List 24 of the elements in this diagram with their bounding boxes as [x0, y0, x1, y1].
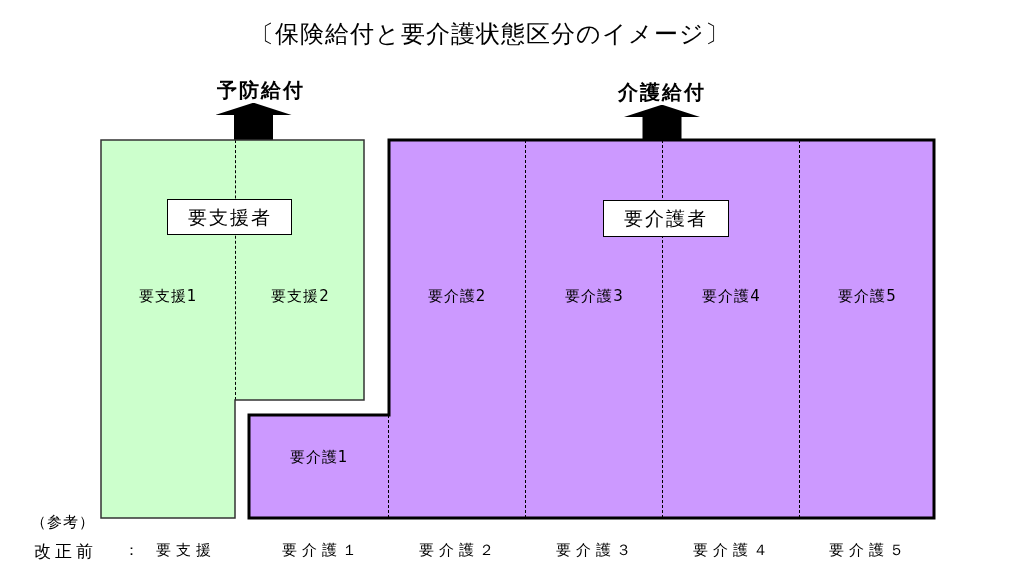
level-label: 要介護3 [565, 287, 624, 305]
note-label: （参考） [31, 513, 95, 531]
benefit-label: 予防給付 [217, 78, 305, 102]
level-column [249, 415, 389, 518]
former-level-label: 要介護２ [419, 541, 499, 559]
category-label: 要介護者 [603, 200, 729, 237]
former-level-label: 要介護５ [829, 541, 909, 559]
level-column [799, 140, 934, 518]
level-column [389, 140, 525, 518]
former-level-label: 要介護３ [556, 541, 636, 559]
level-label: 要介護2 [427, 287, 487, 305]
level-label: 要支援2 [271, 287, 330, 305]
diagram-title: 〔保険給付と要介護状態区分のイメージ〕 [250, 20, 730, 49]
former-level-label: 要支援 [156, 541, 216, 559]
benefit-label: 介護給付 [618, 80, 706, 104]
level-label: 要支援1 [138, 287, 198, 305]
level-label: 要介護5 [838, 287, 897, 305]
level-label: 要介護4 [702, 287, 761, 305]
category-label: 要支援者 [167, 199, 292, 235]
separator-label: ： [123, 541, 139, 559]
former-level-label: 要介護１ [282, 541, 362, 559]
former-level-label: 要介護４ [693, 541, 773, 559]
level-label: 要介護1 [289, 448, 349, 466]
row-label: 改正前 [33, 541, 97, 562]
